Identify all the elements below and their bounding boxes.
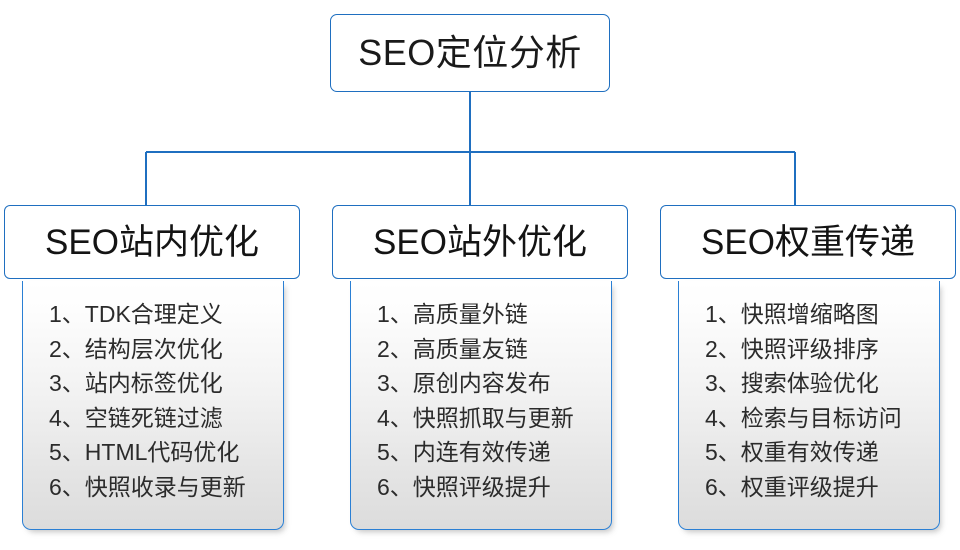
list-item[interactable]: 5、HTML代码优化 (49, 435, 283, 470)
list-item-label: 快照评级提升 (412, 473, 551, 500)
list-item-label: 站内标签优化 (84, 370, 223, 396)
list-item-index: 5、 (377, 439, 413, 465)
branch-item-list: 1、快照增缩略图 2、快照评级排序 3、搜索体验优化 4、检索与目标访问 5、权… (679, 297, 939, 504)
list-item-label: 内连有效传递 (412, 439, 551, 465)
branch-header-label: SEO权重传递 (701, 222, 915, 262)
list-item[interactable]: 2、快照评级排序 (705, 332, 939, 367)
branch-body-seo-onsite: 1、TDK合理定义 2、结构层次优化 3、站内标签优化 4、空链死链过滤 5、H… (22, 281, 284, 530)
list-item[interactable]: 6、快照收录与更新 (49, 470, 283, 505)
list-item-index: 2、 (705, 335, 741, 362)
list-item[interactable]: 1、快照增缩略图 (705, 297, 939, 332)
list-item-index: 5、 (49, 439, 85, 465)
branch-item-list: 1、TDK合理定义 2、结构层次优化 3、站内标签优化 4、空链死链过滤 5、H… (23, 297, 283, 504)
root-node[interactable]: SEO定位分析 (330, 14, 610, 92)
branch-columns: SEO站内优化 1、TDK合理定义 2、结构层次优化 3、站内标签优化 4、空链… (0, 205, 960, 535)
list-item-label: 快照评级排序 (740, 335, 879, 362)
list-item-label: 高质量外链 (412, 301, 528, 327)
branch-body-seo-offsite: 1、高质量外链 2、高质量友链 3、原创内容发布 4、快照抓取与更新 5、内连有… (350, 281, 612, 530)
list-item[interactable]: 2、结构层次优化 (49, 332, 283, 367)
list-item[interactable]: 6、快照评级提升 (377, 470, 611, 505)
list-item-index: 4、 (705, 404, 741, 431)
list-item-label: TDK合理定义 (84, 301, 223, 327)
list-item[interactable]: 5、权重有效传递 (705, 435, 939, 470)
list-item-label: 空链死链过滤 (84, 404, 223, 431)
list-item-index: 5、 (705, 439, 741, 465)
list-item-index: 6、 (705, 473, 741, 500)
list-item-label: 权重有效传递 (740, 439, 879, 465)
branch-header-label: SEO站内优化 (45, 222, 259, 262)
branch-body-seo-weight: 1、快照增缩略图 2、快照评级排序 3、搜索体验优化 4、检索与目标访问 5、权… (678, 281, 940, 530)
list-item-label: 快照收录与更新 (84, 473, 246, 500)
list-item[interactable]: 1、TDK合理定义 (49, 297, 283, 332)
list-item-label: 高质量友链 (412, 335, 528, 362)
list-item[interactable]: 1、高质量外链 (377, 297, 611, 332)
list-item[interactable]: 3、站内标签优化 (49, 366, 283, 401)
branch-item-list: 1、高质量外链 2、高质量友链 3、原创内容发布 4、快照抓取与更新 5、内连有… (351, 297, 611, 504)
list-item[interactable]: 4、检索与目标访问 (705, 401, 939, 436)
list-item-index: 6、 (377, 473, 413, 500)
list-item-label: 检索与目标访问 (740, 404, 902, 431)
list-item[interactable]: 6、权重评级提升 (705, 470, 939, 505)
list-item-label: 原创内容发布 (412, 370, 551, 396)
list-item-index: 1、 (705, 301, 741, 327)
list-item-index: 1、 (49, 301, 85, 327)
list-item-index: 2、 (49, 335, 85, 362)
list-item-index: 6、 (49, 473, 85, 500)
list-item[interactable]: 3、原创内容发布 (377, 366, 611, 401)
list-item-index: 2、 (377, 335, 413, 362)
list-item-label: 快照增缩略图 (740, 301, 879, 327)
list-item-label: HTML代码优化 (84, 439, 240, 465)
branch-header-seo-weight[interactable]: SEO权重传递 (660, 205, 956, 279)
list-item[interactable]: 4、空链死链过滤 (49, 401, 283, 436)
list-item-index: 3、 (705, 370, 741, 396)
branch-column-seo-offsite: SEO站外优化 1、高质量外链 2、高质量友链 3、原创内容发布 4、快照抓取与… (332, 205, 628, 535)
list-item[interactable]: 3、搜索体验优化 (705, 366, 939, 401)
branch-column-seo-weight: SEO权重传递 1、快照增缩略图 2、快照评级排序 3、搜索体验优化 4、检索与… (660, 205, 956, 535)
root-node-label: SEO定位分析 (358, 32, 582, 73)
list-item-label: 快照抓取与更新 (412, 404, 574, 431)
list-item[interactable]: 4、快照抓取与更新 (377, 401, 611, 436)
list-item-label: 搜索体验优化 (740, 370, 879, 396)
list-item-index: 4、 (377, 404, 413, 431)
list-item-label: 结构层次优化 (84, 335, 223, 362)
branch-header-seo-offsite[interactable]: SEO站外优化 (332, 205, 628, 279)
list-item-index: 4、 (49, 404, 85, 431)
branch-header-seo-onsite[interactable]: SEO站内优化 (4, 205, 300, 279)
list-item-index: 1、 (377, 301, 413, 327)
list-item-label: 权重评级提升 (740, 473, 879, 500)
list-item[interactable]: 5、内连有效传递 (377, 435, 611, 470)
list-item[interactable]: 2、高质量友链 (377, 332, 611, 367)
list-item-index: 3、 (377, 370, 413, 396)
list-item-index: 3、 (49, 370, 85, 396)
branch-header-label: SEO站外优化 (373, 222, 587, 262)
branch-column-seo-onsite: SEO站内优化 1、TDK合理定义 2、结构层次优化 3、站内标签优化 4、空链… (4, 205, 300, 535)
